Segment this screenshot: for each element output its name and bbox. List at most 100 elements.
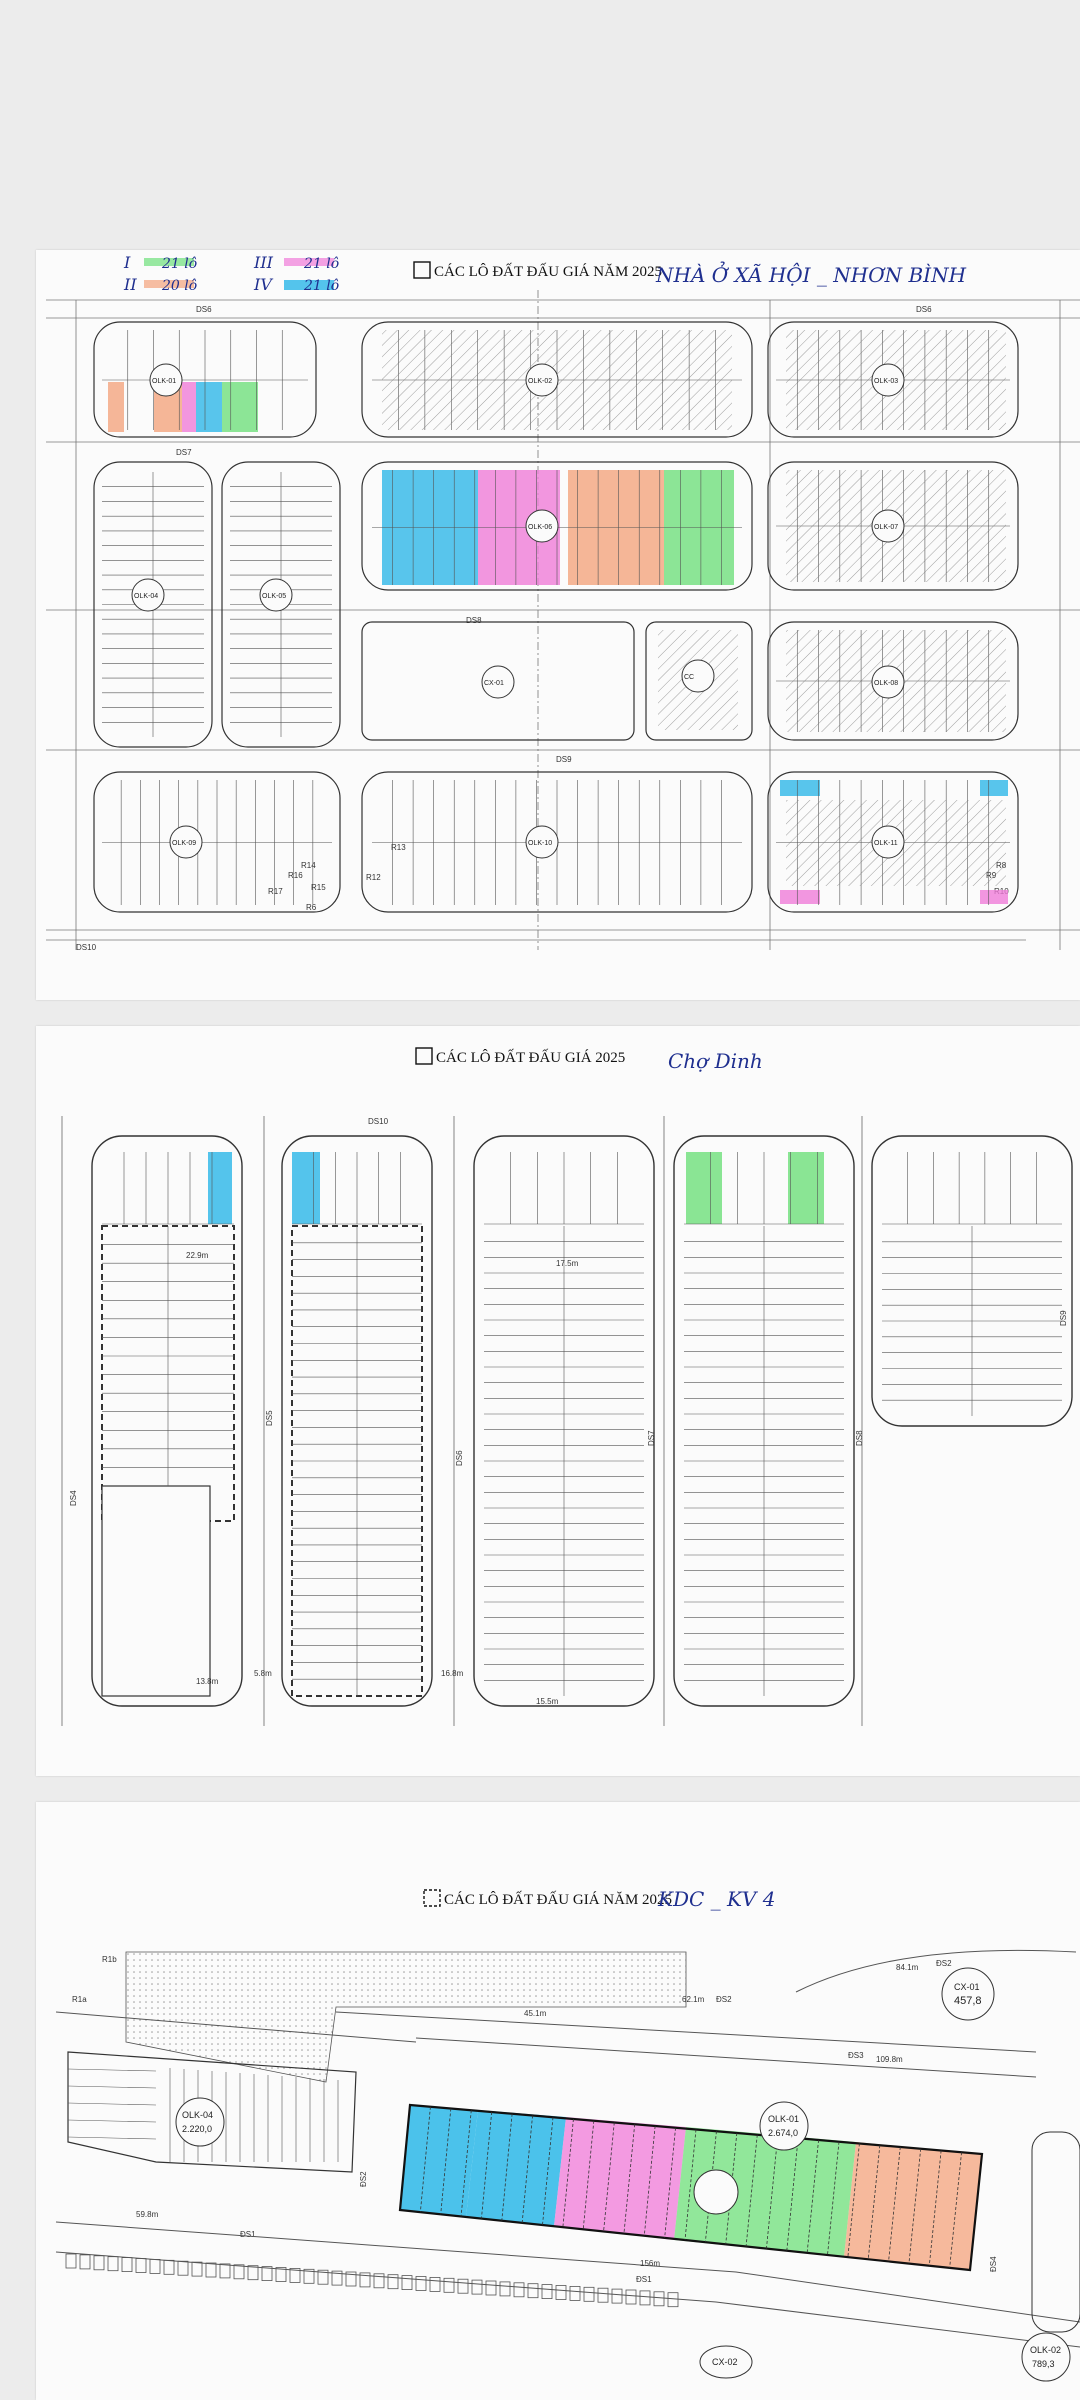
legend-roman-2: II (123, 275, 137, 294)
road-label-ds9: DS9 (1059, 1310, 1068, 1326)
lot-group-pink-olk01 (182, 382, 196, 432)
block-label: OLK-04 (134, 593, 158, 600)
plan-sheet-cho-dinh: CÁC LÔ ĐẤT ĐẤU GIÁ 2025 Chợ Dinh (36, 1026, 1080, 1776)
legend-swatch-orange (144, 280, 194, 288)
road-label-r13: R13 (391, 843, 406, 852)
road-label-ds5: DS5 (265, 1410, 274, 1426)
road-label-r1b: R1b (102, 1955, 117, 1964)
block-olk-08 (767, 621, 1019, 741)
marker-olk-02 (1021, 2332, 1071, 2382)
legend-swatch-blue (284, 280, 334, 290)
lot-pink-olk11-left (780, 890, 820, 904)
dimension-labels-3: 45.1m 62.1m 84.1m 109.8m 59.8m 156m (136, 1963, 919, 2268)
block-marker (681, 659, 715, 693)
block-marker (525, 825, 559, 859)
label-cx-01: CX-01 (954, 1982, 980, 1992)
legend-value-4: 21 lô (303, 278, 339, 294)
block-label: OLK-08 (874, 680, 898, 687)
marker-olk-04 (175, 2097, 225, 2147)
block-column-4 (673, 1135, 855, 1707)
dim-label-2: 16.8m (441, 1669, 464, 1678)
colored-lots-2 (208, 1152, 824, 1224)
label-cx-02: CX-02 (712, 2357, 738, 2367)
legend-value-1: 21 lô (161, 256, 197, 272)
lot-green-col4-right (788, 1152, 824, 1224)
legend-roman-1: I (123, 253, 131, 272)
lot-group-pink (554, 2117, 686, 2240)
block-olk-01 (93, 321, 317, 438)
road-lines-2 (61, 1116, 863, 1726)
marker-cx-02 (699, 2345, 753, 2379)
lot-group-orange-olk01 (108, 382, 124, 432)
block-label: OLK-06 (528, 524, 552, 531)
road-label-r15: R15 (311, 883, 326, 892)
sheet1-handwritten-title: NHÀ Ở XÃ HỘI _ NHƠN BÌNH (655, 260, 967, 287)
block-marker (871, 509, 905, 543)
block-column-2 (281, 1135, 433, 1707)
block-marker (525, 363, 559, 397)
lot-group-blue-olk01 (196, 382, 222, 432)
road-label-ds10: DS10 (76, 943, 97, 952)
area-cx-01: 457,8 (954, 1995, 982, 2007)
lot-divisions-2 (102, 1152, 1062, 1696)
sheet3-handwritten-title: KDC _ KV 4 (657, 1887, 775, 1911)
sheet2-handwritten-title: Chợ Dinh (668, 1049, 763, 1073)
lot-group-orange (844, 2142, 982, 2270)
dim-label-1: 5.8m (254, 1669, 272, 1678)
marker-cx-01 (941, 1967, 995, 2021)
dim-label-5: 22.9m (186, 1251, 209, 1260)
road-label-ds2: ĐS2 (716, 1995, 732, 2004)
plan-sheet-kdc-kv4: CÁC LÔ ĐẤT ĐẤU GIÁ NĂM 2025 KDC _ KV 4 R… (36, 1802, 1080, 2400)
dim-label-4: 13.8m (196, 1677, 219, 1686)
area-olk-04: 2.220,0 (182, 2124, 212, 2134)
block-cx-01 (361, 621, 635, 741)
lot-divisions-left (67, 2068, 339, 2162)
road-label-ds10: DS10 (368, 1117, 389, 1126)
block-marker (871, 363, 905, 397)
block-olk-03 (767, 321, 1019, 438)
plan-sheet-nha-o-xa-hoi: CÁC LÔ ĐẤT ĐẤU GIÁ NĂM 2025 NHÀ Ở XÃ HỘI… (36, 250, 1080, 1000)
block-column-3 (473, 1135, 655, 1707)
block-marker (131, 578, 165, 612)
dim-2: 62.1m (682, 1995, 705, 2004)
road-label-r14: R14 (301, 861, 316, 870)
road-label-ds4: ĐS4 (989, 2256, 998, 2272)
dim-label-6: 17.5m (556, 1259, 579, 1268)
sheet1-title: CÁC LÔ ĐẤT ĐẤU GIÁ NĂM 2025 (434, 263, 662, 280)
block-column-1 (91, 1135, 243, 1707)
road-label-r6: R6 (306, 903, 317, 912)
bottom-lot-strip (65, 2253, 679, 2308)
block-label: OLK-02 (528, 378, 552, 385)
road-label-ds1-right: ĐS1 (636, 2275, 652, 2284)
block-olk-10 (361, 771, 753, 913)
block-olk-11 (767, 771, 1019, 913)
lot-group-green-olk01 (222, 382, 258, 432)
block-label: CC (684, 674, 694, 681)
lot-group-green (674, 2127, 856, 2257)
block-olk-05 (221, 461, 341, 748)
hatched-areas (382, 330, 1006, 886)
lot-blue-col2 (292, 1152, 320, 1224)
road-label-ds2-vertical: ĐS2 (359, 2171, 368, 2187)
road-label-ds6: DS6 (455, 1450, 464, 1466)
marker-olk-01 (759, 2101, 809, 2151)
block-olk-07 (767, 461, 1019, 591)
block-label: OLK-05 (262, 593, 286, 600)
dim-5: 59.8m (136, 2210, 159, 2219)
lot-group-blue (400, 2105, 478, 2217)
block-olk-06 (361, 461, 753, 591)
block-label: CX-01 (484, 680, 504, 687)
dim-4: 109.8m (876, 2055, 903, 2064)
lot-pink-olk11-right (980, 890, 1008, 904)
title-checkbox-icon (413, 261, 431, 279)
legend-value-2: 20 lô (161, 278, 197, 294)
legend-roman-4: IV (253, 275, 273, 294)
block-label: OLK-11 (874, 840, 898, 847)
site-plan-3: CÁC LÔ ĐẤT ĐẤU GIÁ NĂM 2025 KDC _ KV 4 R… (55, 1887, 1080, 2382)
block-cc (645, 621, 753, 741)
road-label-ds6: DS6 (196, 305, 212, 314)
area-olk-02: 789,3 (1032, 2359, 1055, 2369)
legend-swatch-pink (284, 258, 334, 266)
auction-block-olk01 (398, 2103, 984, 2272)
